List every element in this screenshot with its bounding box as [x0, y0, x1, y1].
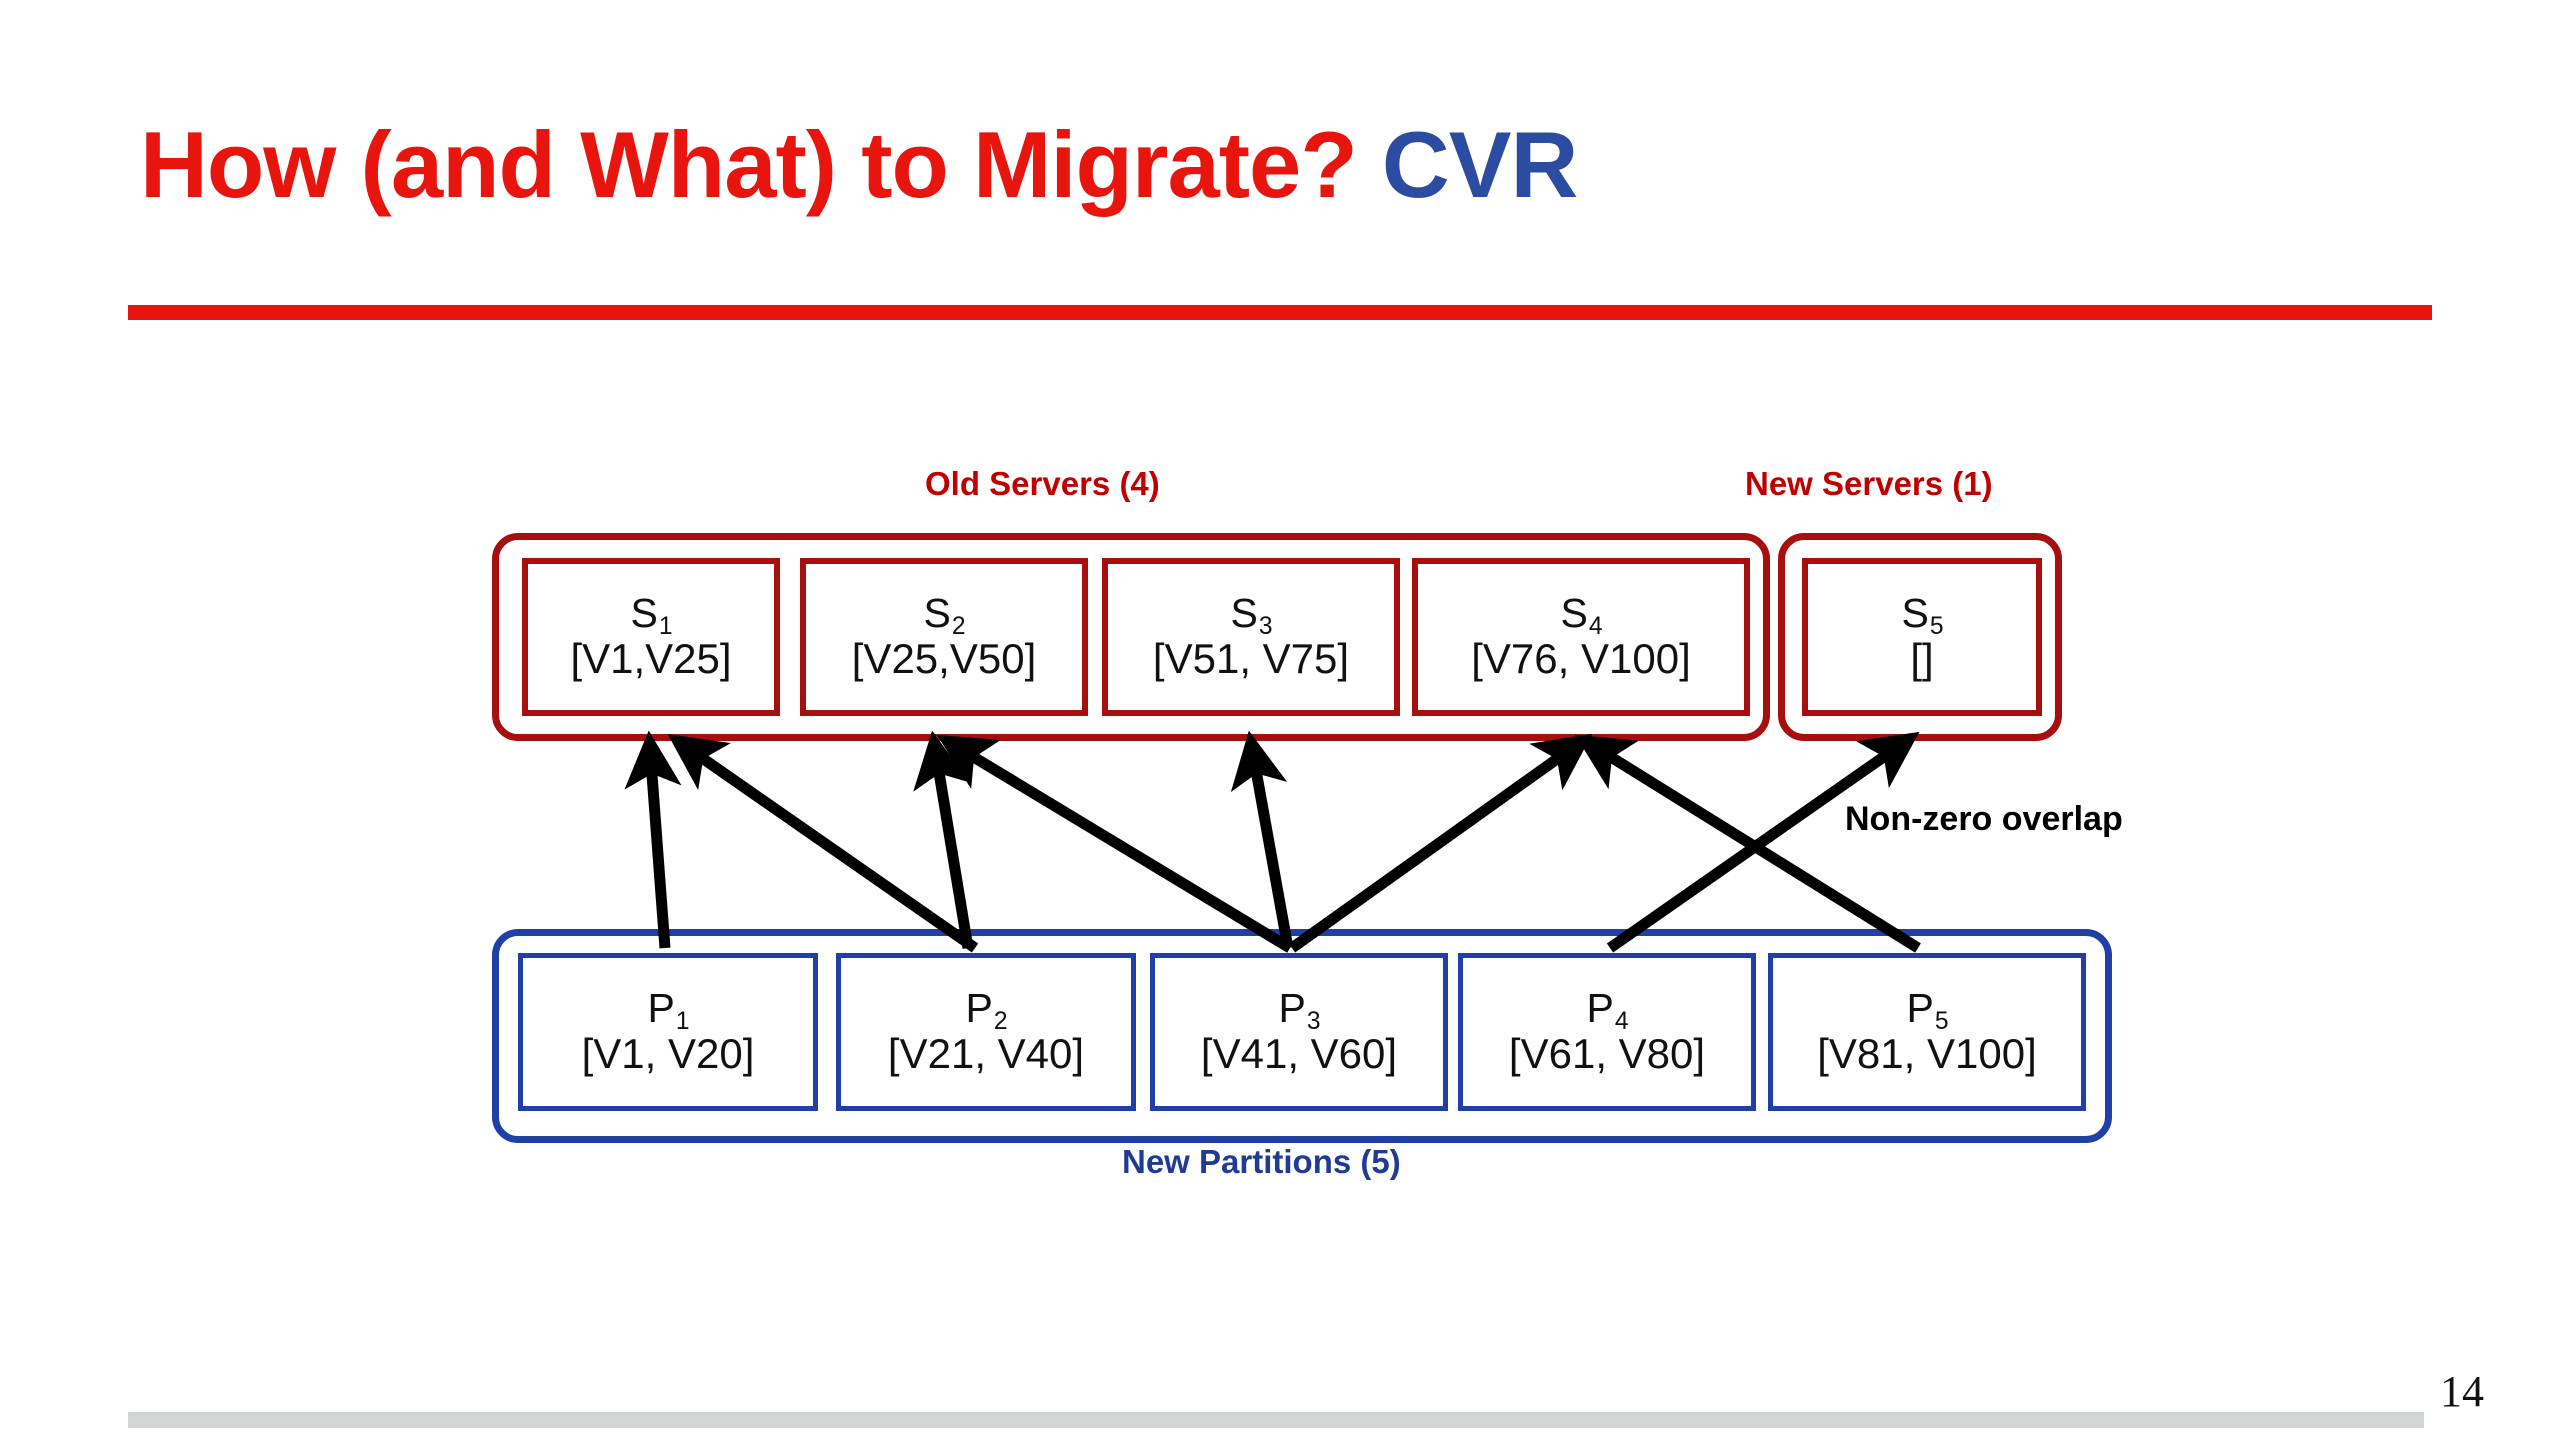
- server-node-s1-id: S1: [630, 590, 673, 641]
- page-number: 14: [2440, 1367, 2484, 1416]
- arrow-p3-to-s2: [936, 734, 1293, 953]
- partition-node-p1[interactable]: P1 [V1, V20]: [518, 953, 818, 1111]
- page-title-accent: CVR: [1381, 112, 1578, 217]
- partition-node-p2[interactable]: P2 [V21, V40]: [836, 953, 1136, 1111]
- new-partitions-caption: New Partitions (5): [1122, 1143, 1401, 1180]
- partition-node-p1-range: [V1, V20]: [581, 1030, 755, 1078]
- server-node-s2-id: S2: [923, 590, 966, 641]
- arrow-p2-to-s1: [667, 733, 979, 953]
- server-node-s5-range: []: [1910, 635, 1934, 683]
- footer-rule: [128, 1412, 2424, 1428]
- server-node-s3-range: [V51, V75]: [1152, 635, 1350, 683]
- arrow-p2-to-s2: [913, 730, 974, 949]
- partition-node-p5-range: [V81, V100]: [1817, 1030, 2037, 1078]
- server-node-s2[interactable]: S2 [V25,V50]: [800, 558, 1088, 716]
- partition-node-p1-id: P1: [647, 985, 690, 1036]
- server-node-s2-range: [V25,V50]: [851, 635, 1037, 683]
- partition-node-p4-range: [V61, V80]: [1508, 1030, 1706, 1078]
- server-node-s5[interactable]: S5 []: [1802, 558, 2042, 716]
- arrow-p1-to-s1: [624, 730, 682, 949]
- non-zero-overlap-annotation: Non-zero overlap: [1845, 800, 2123, 838]
- arrow-p5-to-s4: [1575, 734, 1921, 953]
- partition-node-p4[interactable]: P4 [V61, V80]: [1458, 953, 1756, 1111]
- server-node-s3-id: S3: [1230, 590, 1273, 641]
- server-node-s5-id: S5: [1901, 590, 1944, 641]
- new-servers-caption: New Servers (1): [1745, 465, 1993, 502]
- partition-node-p3[interactable]: P3 [V41, V60]: [1150, 953, 1448, 1111]
- partition-node-p5[interactable]: P5 [V81, V100]: [1768, 953, 2086, 1111]
- page-title-main: How (and What) to Migrate?: [140, 112, 1358, 217]
- server-node-s1[interactable]: S1 [V1,V25]: [522, 558, 780, 716]
- server-node-s1-range: [V1,V25]: [570, 635, 732, 683]
- partition-node-p2-range: [V21, V40]: [887, 1030, 1085, 1078]
- server-node-s4-id: S4: [1560, 590, 1603, 641]
- server-node-s3[interactable]: S3 [V51, V75]: [1102, 558, 1400, 716]
- partition-node-p5-id: P5: [1906, 985, 1949, 1036]
- partition-node-p4-id: P4: [1586, 985, 1629, 1036]
- server-node-s4[interactable]: S4 [V76, V100]: [1412, 558, 1750, 716]
- arrow-p3-to-s3: [1230, 730, 1294, 949]
- page-title: How (and What) to Migrate? CVR: [140, 118, 1578, 212]
- partition-node-p3-id: P3: [1278, 985, 1321, 1036]
- partition-node-p3-range: [V41, V60]: [1200, 1030, 1398, 1078]
- arrow-p3-to-s4: [1288, 733, 1593, 953]
- arrow-p4-to-s5: [1606, 731, 1920, 953]
- partition-node-p2-id: P2: [965, 985, 1008, 1036]
- title-underline-rule: [128, 305, 2432, 320]
- old-servers-caption: Old Servers (4): [925, 465, 1160, 502]
- server-node-s4-range: [V76, V100]: [1471, 635, 1691, 683]
